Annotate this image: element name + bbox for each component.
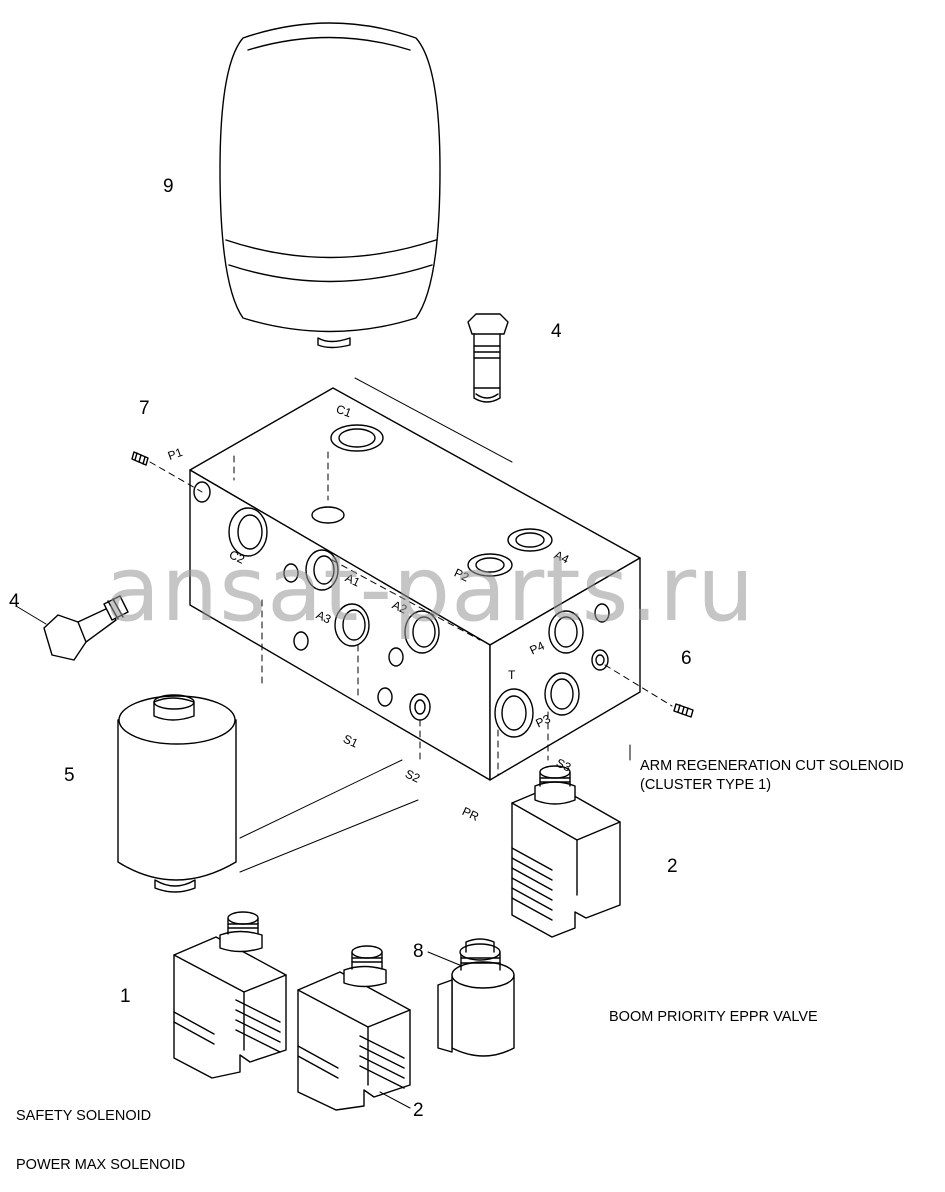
setscrew-right-part	[673, 703, 694, 718]
filter-part	[117, 694, 419, 893]
solenoid-right-part	[511, 765, 621, 938]
callout-2-bottom: 2	[413, 1100, 424, 1121]
callout-1: 1	[120, 986, 131, 1007]
caption-arm-cluster-type: (CLUSTER TYPE 1)	[640, 777, 772, 793]
valve-block-part	[189, 377, 641, 781]
solenoid-powermax-part	[297, 945, 411, 1111]
callout-5: 5	[64, 765, 75, 786]
callout-9: 9	[163, 176, 174, 197]
solenoid-safety-part	[173, 911, 287, 1079]
callout-7: 7	[139, 398, 150, 419]
callout-4-left: 4	[9, 591, 20, 612]
caption-boom-priority: BOOM PRIORITY EPPR VALVE	[609, 1009, 818, 1025]
caption-arm-regeneration: ARM REGENERATION CUT SOLENOID	[640, 758, 904, 774]
port-t: T	[508, 668, 516, 682]
callout-8: 8	[413, 941, 424, 962]
setscrew-upper-part	[131, 451, 149, 466]
eppr-valve-part	[427, 938, 515, 1057]
watermark: ansat-parts.ru	[105, 537, 756, 642]
callout-6: 6	[681, 648, 692, 669]
plug-left-part	[15, 595, 129, 661]
callout-2-right: 2	[667, 856, 678, 877]
callout-4-upper: 4	[551, 321, 562, 342]
caption-safety-solenoid: SAFETY SOLENOID	[16, 1108, 152, 1124]
plug-upper-part	[467, 313, 509, 403]
caption-power-max-solenoid: POWER MAX SOLENOID	[16, 1157, 186, 1173]
accumulator-part	[219, 22, 441, 349]
